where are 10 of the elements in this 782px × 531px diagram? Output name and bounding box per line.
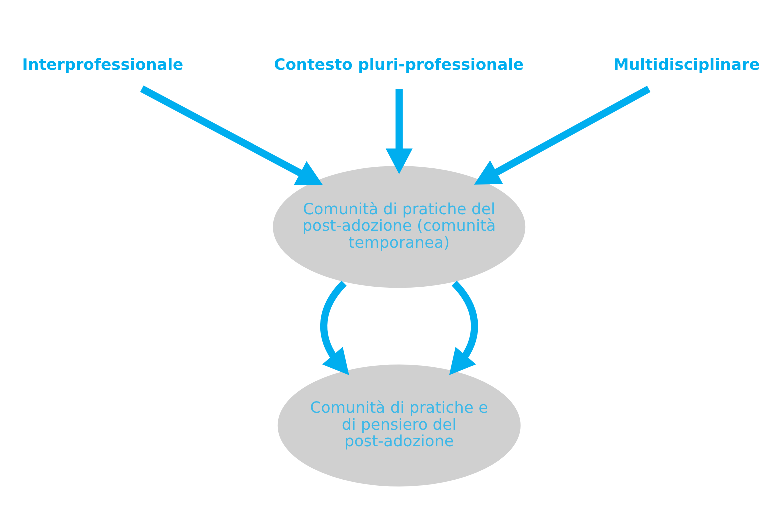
- arrow: [140, 85, 324, 185]
- arrow: [320, 280, 350, 375]
- arrow: [474, 85, 651, 184]
- node-text: Interprofessionale: [22, 56, 184, 74]
- node-ellipse: Comunità di pratiche e di pensiero del post-adozione: [278, 364, 521, 486]
- arrow: [449, 280, 478, 375]
- node-text: Contesto pluri-professionale: [274, 56, 524, 74]
- arrow: [386, 88, 413, 174]
- node-text: Multidisciplinare: [614, 56, 760, 74]
- node-ellipse: Comunità di pratiche del post-adozione (comunità temporanea): [273, 166, 526, 288]
